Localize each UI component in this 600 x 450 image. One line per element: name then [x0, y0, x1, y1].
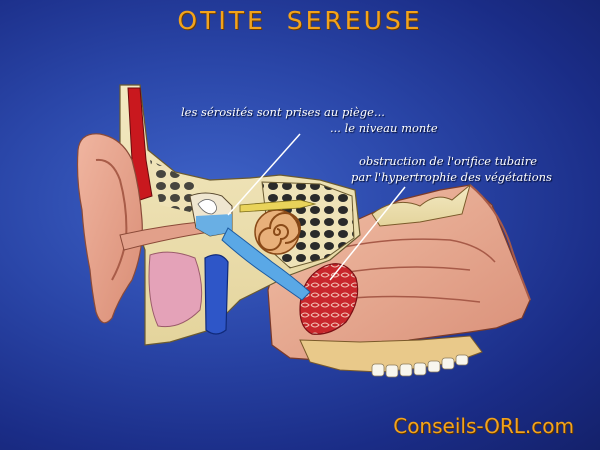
- auricle: [76, 133, 143, 324]
- pointer-fluid: [227, 133, 301, 216]
- jugular-vein: [204, 254, 229, 335]
- site-brand: Conseils-ORL.com: [393, 414, 574, 438]
- adenoid-vegetations: [299, 263, 359, 335]
- serous-fluid: [196, 214, 232, 236]
- eustachian-tube: [221, 227, 311, 301]
- slide-title: OTITE SEREUSE: [177, 6, 423, 35]
- caption-fluid-trapped-line2: ... le niveau monte: [330, 121, 438, 135]
- ossicles: [197, 199, 217, 215]
- caption-obstruction-line2: par l'hypertrophie des végétations: [351, 170, 552, 184]
- ear-section: [76, 84, 361, 346]
- caption-obstruction-line1: obstruction de l'orifice tubaire: [359, 154, 537, 168]
- pointer-obstruction: [329, 186, 406, 281]
- caption-fluid-trapped-line1: les sérosités sont prises au piège...: [181, 105, 385, 119]
- cochlea: [254, 209, 301, 255]
- nasal-cavity-section: [267, 183, 531, 378]
